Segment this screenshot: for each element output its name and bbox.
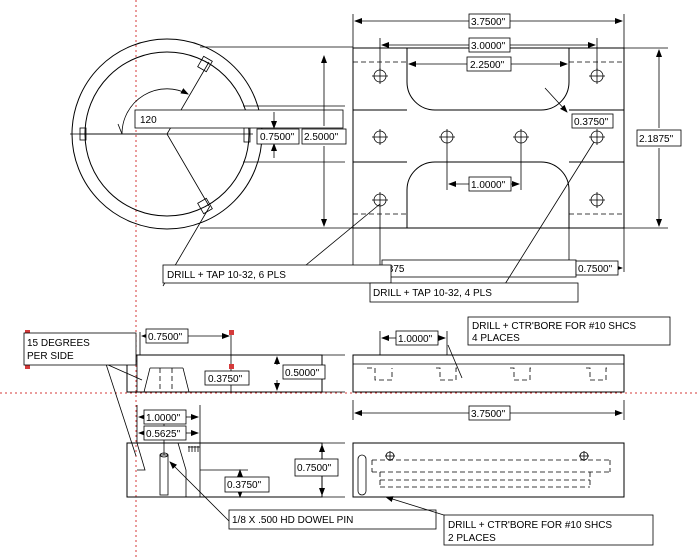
plan-width-dim: 3.7500"	[471, 17, 506, 28]
front-width-dim: 3.7500"	[471, 409, 506, 420]
lower-width-dim: 1.0000"	[146, 413, 181, 424]
degrees-note-line1: 15 DEGREES	[27, 338, 90, 349]
drill-tap-4-note: DRILL + TAP 10-32, 4 PLS	[373, 288, 492, 299]
lower-offset-dim: 0.3750"	[227, 480, 262, 491]
degrees-note-line2: PER SIDE	[27, 351, 74, 362]
ring-outer-dim: 2.5000"	[304, 132, 339, 143]
cbore-2-note-line2: 2 PLACES	[448, 533, 496, 544]
plan-slot-spacing-dim: 2.2500"	[470, 60, 505, 71]
ring-view	[70, 38, 263, 230]
drill-tap-6-note: DRILL + TAP 10-32, 6 PLS	[167, 270, 286, 281]
cbore-2-note-line1: DRILL + CTR'BORE FOR #10 SHCS	[448, 520, 612, 531]
plan-view	[340, 14, 668, 272]
bottom-offset-dim: .375	[385, 264, 405, 275]
dowel-pin-note: 1/8 X .500 HD DOWEL PIN	[232, 515, 353, 526]
side-height-dim: 0.5000"	[285, 368, 320, 379]
lower-sub-dim: 0.5625"	[146, 429, 181, 440]
side-small-dim: 0.3750"	[208, 374, 243, 385]
side-view	[25, 330, 345, 457]
lower-height-dim: 0.7500"	[297, 463, 332, 474]
cbore-4-note-line2: 4 PLACES	[472, 333, 520, 344]
ring-dims	[200, 46, 353, 229]
lower-right-view	[352, 442, 625, 517]
side-top-width-dim: 0.7500"	[148, 332, 183, 343]
plan-hole-spacing-dim: 3.0000"	[471, 41, 506, 52]
front-view	[352, 331, 625, 420]
center-hole-spacing-dim: 1.0000"	[471, 180, 506, 191]
ring-inner-dim: 0.7500"	[260, 132, 295, 143]
angle-label: 120	[140, 115, 157, 126]
front-hole-spacing-dim: 1.0000"	[398, 334, 433, 345]
cbore-4-note-line1: DRILL + CTR'BORE FOR #10 SHCS	[472, 321, 636, 332]
plan-height-dim: 2.1875"	[639, 134, 674, 145]
bottom-edge-dim: 0.7500"	[578, 264, 613, 275]
slot-radius-dim: 0.3750"	[574, 117, 609, 128]
